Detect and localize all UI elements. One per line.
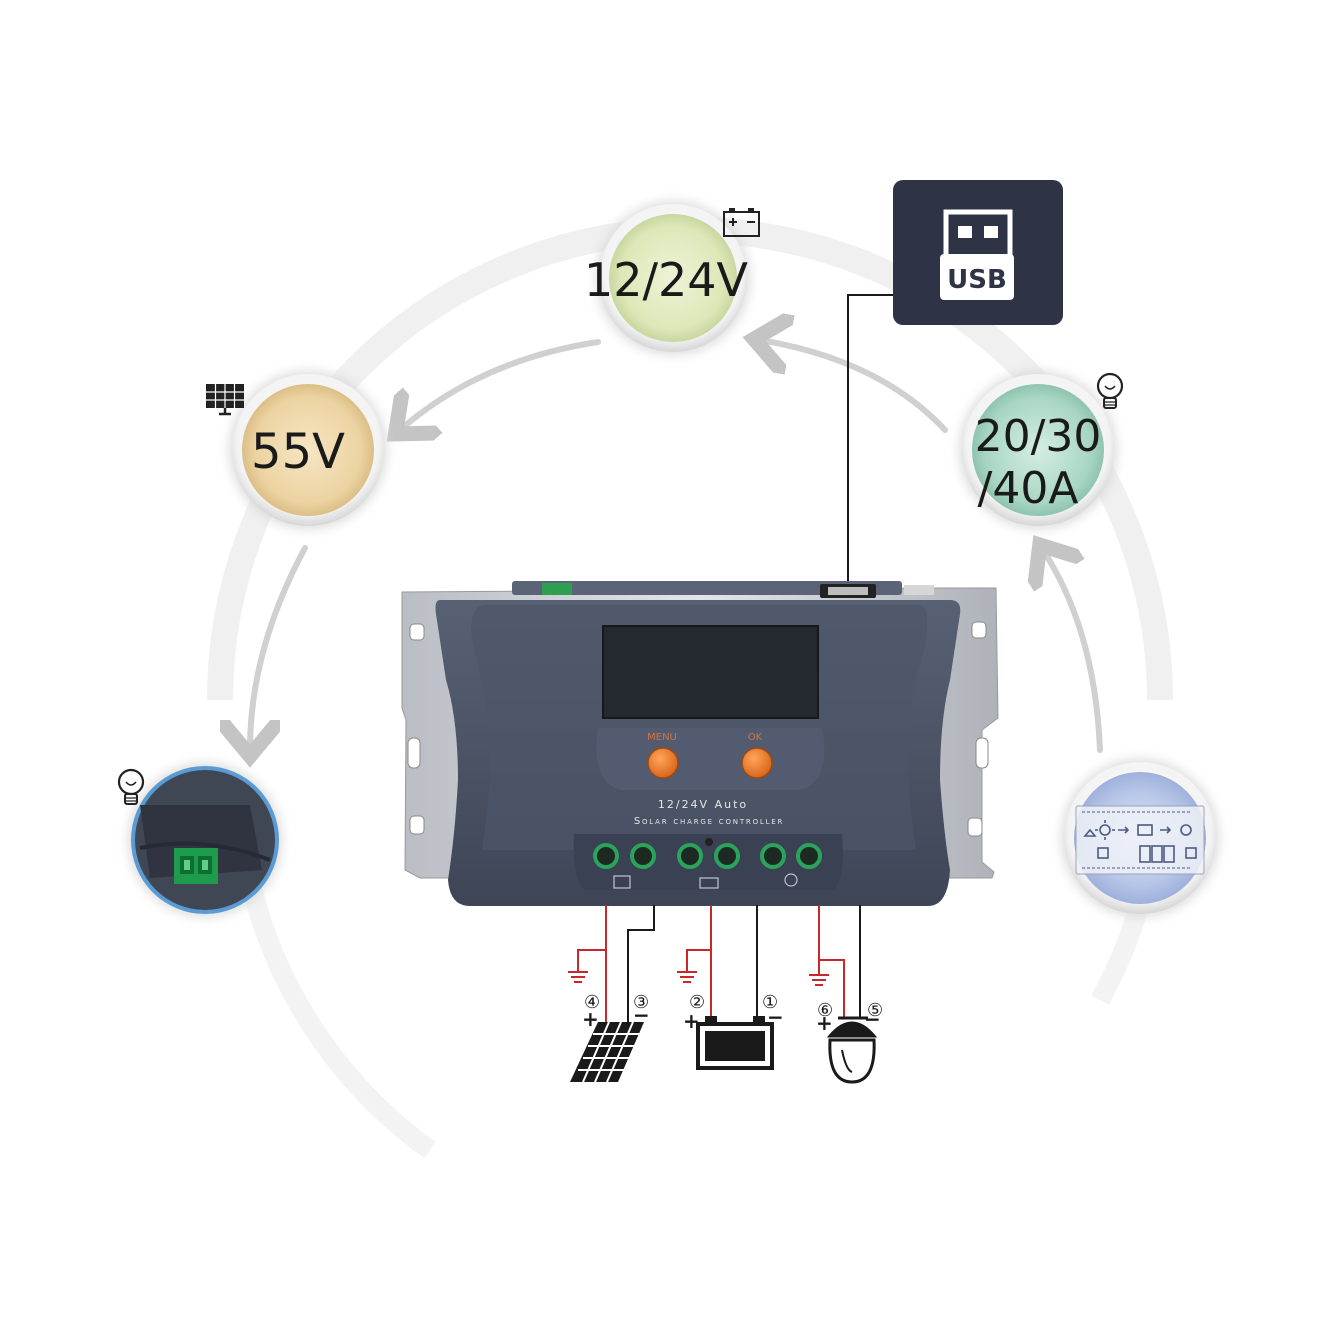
svg-text:+: +: [683, 1009, 700, 1033]
terminal-battery-minus[interactable]: [714, 843, 740, 869]
arrow-current-to-voltage: [760, 340, 948, 433]
wire-number-1: ①: [762, 992, 778, 1013]
charge-controller: MENU OK 12/24V Auto Solar charge control…: [401, 581, 999, 906]
battery-voltage-text: 12/24V: [584, 253, 749, 307]
battery-voltage-bubble: 12/24V: [584, 202, 749, 354]
usb-leader-line: [847, 294, 893, 596]
current-text-line2: /40A: [978, 463, 1079, 514]
load-positive-wire: [818, 905, 845, 1018]
svg-text:+: +: [582, 1007, 599, 1031]
terminal-icons: [613, 873, 798, 889]
load-terminal-bubble: [129, 764, 281, 916]
ok-button[interactable]: [741, 747, 773, 779]
wire-number-3: ③: [633, 992, 649, 1013]
wire-numbers: ④ ③ ② ① ⑥ ⑤: [584, 992, 883, 1021]
controller-title-line1: 12/24V Auto: [658, 798, 748, 811]
terminal-battery-plus[interactable]: [677, 843, 703, 869]
battery-icon: [723, 208, 760, 237]
arrow-lcd-to-current: [1043, 550, 1103, 753]
menu-button-label: MENU: [647, 732, 677, 743]
polarity-signs: + − + − + −: [582, 1003, 881, 1035]
terminal-pv-plus[interactable]: [593, 843, 619, 869]
lcd-display-bubble: [1062, 760, 1218, 916]
usb-callout: USB: [847, 180, 1063, 596]
terminal-load-minus[interactable]: [796, 843, 822, 869]
current-text-line1: 20/30: [975, 411, 1102, 462]
arrow-pv-to-terminal: [250, 545, 308, 750]
lightbulb-icon: [1096, 372, 1124, 409]
svg-text:−: −: [633, 1003, 650, 1027]
arrow-voltage-to-pv: [400, 339, 601, 430]
wire-number-5: ⑤: [867, 1000, 883, 1021]
terminal-load-plus[interactable]: [760, 843, 786, 869]
pv-voltage-bubble: 55V: [230, 372, 386, 528]
lcd-segments: [1082, 811, 1197, 869]
usb-label: USB: [947, 265, 1007, 295]
ok-button-label: OK: [748, 732, 763, 743]
flow-arrows: [250, 339, 1103, 753]
wire-number-2: ②: [689, 992, 705, 1013]
terminal-pv-minus[interactable]: [630, 843, 656, 869]
terminal-row: [593, 843, 822, 869]
solar-panel-icon: [206, 384, 244, 416]
svg-text:−: −: [864, 1007, 881, 1031]
svg-text:+: +: [816, 1011, 833, 1035]
menu-button[interactable]: [647, 747, 679, 779]
wire-number-4: ④: [584, 992, 600, 1013]
battery-symbol: [696, 1016, 774, 1070]
lamp-icon: [826, 1016, 878, 1084]
controller-title-line2: Solar charge controller: [634, 816, 784, 827]
solar-panel-symbol: [570, 1021, 644, 1083]
current-bubble: 20/30 /40A: [960, 372, 1116, 528]
pv-voltage-text: 55V: [251, 424, 345, 480]
pv-negative-wire: [627, 905, 655, 1022]
wire-number-6: ⑥: [817, 1000, 833, 1021]
lightbulb-icon-2: [117, 768, 145, 805]
terminal-block-icon: [174, 848, 218, 884]
ground-icon: [568, 971, 829, 986]
usb-icon: USB: [940, 209, 1014, 300]
wiring: [577, 905, 861, 1022]
